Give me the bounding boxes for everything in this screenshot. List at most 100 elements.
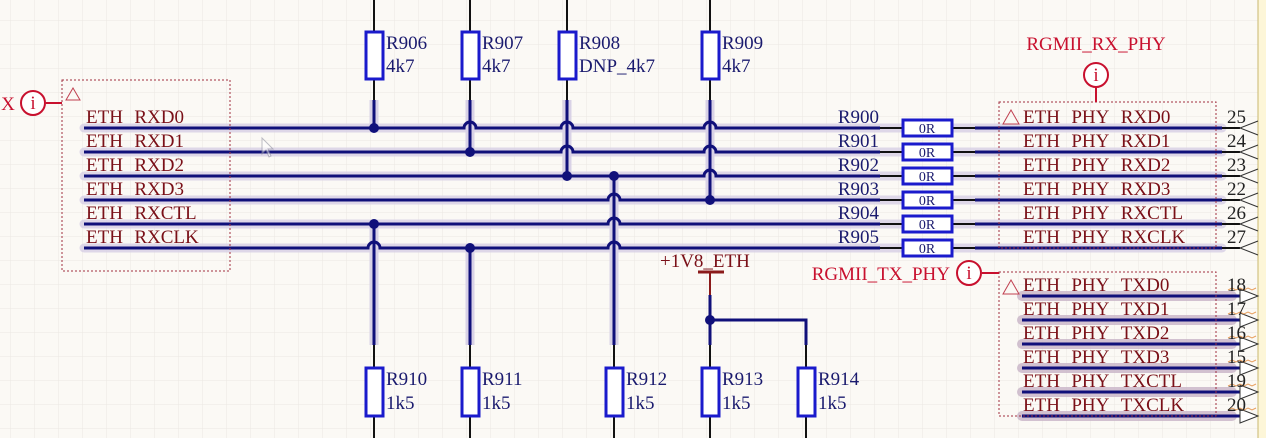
junction-dot — [705, 315, 715, 325]
info-icon[interactable] — [956, 260, 982, 286]
net-label: ETH RXCTL — [86, 203, 197, 224]
error-squiggle — [1227, 407, 1257, 411]
left-harness-port[interactable] — [61, 79, 231, 272]
junction-dot — [609, 171, 619, 181]
harness-entry: ETH PHY TXCLK — [1023, 395, 1184, 416]
tx-phy-harness-port[interactable] — [998, 271, 1217, 417]
resistor-value: 0R — [919, 170, 936, 185]
pin-number: 26 — [1227, 203, 1246, 224]
harness-name-partial: X — [1, 94, 15, 115]
resistor-designator: R913 — [722, 369, 763, 390]
resistor-r906[interactable] — [364, 30, 385, 81]
resistor-value: 4k7 — [386, 56, 415, 77]
resistor-r912[interactable] — [604, 366, 625, 418]
resistor-value: 1k5 — [482, 393, 511, 414]
pin-number: 16 — [1227, 323, 1246, 344]
resistor-r909[interactable] — [700, 30, 721, 81]
harness-entry: ETH PHY TXCTL — [1023, 371, 1182, 392]
harness-entry: ETH PHY TXD3 — [1023, 347, 1169, 368]
power-port-label: +1V8_ETH — [660, 251, 750, 272]
resistor-designator: R900 — [838, 107, 879, 128]
net-label: ETH RXD0 — [86, 107, 184, 128]
pin-number: 17 — [1227, 299, 1246, 320]
input-pin-arrow-icon — [1238, 240, 1259, 256]
rx-phy-harness-port[interactable] — [998, 101, 1217, 249]
pin-number: 27 — [1227, 227, 1246, 248]
resistor-r900[interactable] — [901, 118, 954, 138]
error-squiggle — [1227, 311, 1257, 315]
resistor-r914[interactable] — [796, 366, 817, 418]
resistor-value: 0R — [919, 146, 936, 161]
harness-entry: ETH PHY RXD0 — [1023, 107, 1170, 128]
resistor-r901[interactable] — [901, 142, 954, 162]
harness-entry: ETH PHY RXCLK — [1023, 227, 1185, 248]
error-squiggle — [1227, 287, 1257, 291]
harness-entry: ETH PHY RXD1 — [1023, 131, 1170, 152]
input-pin-arrow-icon — [1238, 216, 1259, 232]
resistor-r907[interactable] — [460, 30, 481, 81]
pin-number: 18 — [1227, 275, 1246, 296]
resistor-r910[interactable] — [364, 366, 385, 418]
resistor-r908[interactable] — [557, 30, 578, 81]
error-squiggle — [1227, 359, 1257, 363]
resistor-designator: R904 — [838, 203, 880, 224]
input-pin-arrow-icon — [1238, 192, 1259, 208]
input-pin-arrow-icon — [1238, 120, 1259, 136]
resistor-r904[interactable] — [901, 214, 954, 234]
output-pin-arrow-icon — [1239, 384, 1260, 400]
info-icon-glyph: i — [30, 93, 35, 114]
resistor-designator: R903 — [838, 179, 879, 200]
wire-eth-rxclk[interactable] — [84, 240, 880, 250]
resistor-value: 0R — [919, 122, 936, 137]
net-label: ETH RXD3 — [86, 179, 184, 200]
input-pin-arrow-icon — [1238, 168, 1259, 184]
harness-entry: ETH PHY RXCTL — [1023, 203, 1183, 224]
resistor-value: 0R — [919, 242, 936, 257]
junction-dot — [562, 171, 572, 181]
harness-entry: ETH PHY TXD1 — [1023, 299, 1169, 320]
pin-number: 20 — [1227, 395, 1246, 416]
harness-title: RGMII_TX_PHY — [812, 264, 951, 285]
output-pin-arrow-icon — [1239, 360, 1260, 376]
resistor-designator: R902 — [838, 155, 879, 176]
junction-dot — [465, 243, 475, 253]
resistor-r902[interactable] — [901, 166, 954, 186]
resistor-r905[interactable] — [901, 238, 954, 258]
harness-entry: ETH PHY TXD0 — [1023, 275, 1169, 296]
wire-eth-rxd1[interactable] — [84, 144, 880, 154]
resistor-designator: R914 — [818, 369, 860, 390]
junction-dot — [369, 123, 379, 133]
output-pin-arrow-icon — [1239, 288, 1260, 304]
resistor-designator: R906 — [386, 33, 427, 54]
output-pin-arrow-icon — [1239, 336, 1260, 352]
info-icon[interactable] — [1083, 62, 1109, 88]
resistor-r911[interactable] — [460, 366, 481, 418]
resistor-r913[interactable] — [700, 366, 721, 418]
junction-dot — [465, 147, 475, 157]
resistor-designator: R911 — [482, 369, 522, 390]
harness-marker-icon — [65, 87, 81, 101]
pin-number: 15 — [1227, 347, 1246, 368]
sheet-border — [1258, 0, 1266, 438]
error-squiggle — [1227, 335, 1257, 339]
output-pin-arrow-icon — [1239, 408, 1260, 424]
resistor-value: 0R — [919, 194, 936, 209]
resistor-value: 1k5 — [722, 393, 751, 414]
resistor-value: 4k7 — [482, 56, 511, 77]
error-squiggle — [1227, 383, 1257, 387]
resistor-designator: R912 — [626, 369, 667, 390]
resistor-value: 4k7 — [722, 56, 751, 77]
net-label: ETH RXD1 — [86, 131, 184, 152]
info-icon-glyph: i — [966, 263, 971, 284]
net-label: ETH RXD2 — [86, 155, 184, 176]
info-icon[interactable] — [20, 90, 46, 116]
harness-title: RGMII_RX_PHY — [1026, 34, 1166, 55]
pin-number: 22 — [1227, 179, 1246, 200]
resistor-designator: R908 — [579, 33, 620, 54]
pin-number: 23 — [1227, 155, 1246, 176]
resistor-r903[interactable] — [901, 190, 954, 210]
wire-power-branch[interactable] — [710, 318, 808, 345]
harness-entry: ETH PHY RXD3 — [1023, 179, 1170, 200]
